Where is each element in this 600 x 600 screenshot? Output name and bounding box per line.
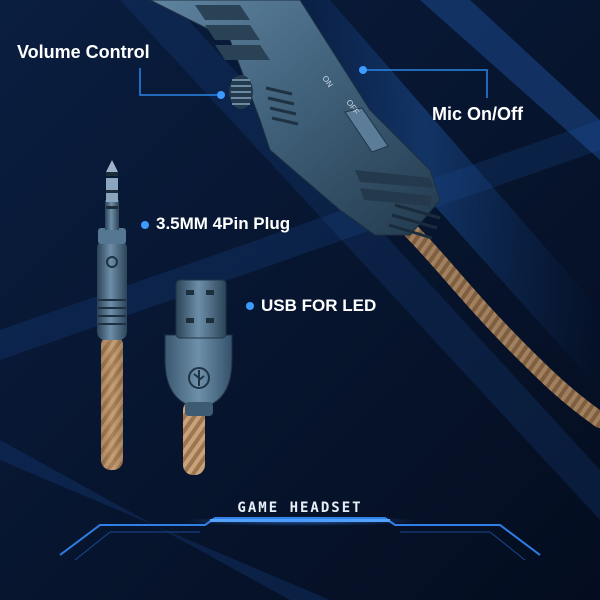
plug-label: 3.5MM 4Pin Plug xyxy=(156,214,291,233)
usb-cable xyxy=(183,400,205,475)
hud-frame xyxy=(59,516,541,561)
volume-control-label: Volume Control xyxy=(17,42,150,62)
game-headset-title: GAME HEADSET xyxy=(237,500,363,516)
usb-label: USB FOR LED xyxy=(261,296,377,315)
aux-plug xyxy=(97,160,127,340)
plug-marker xyxy=(141,221,149,229)
inline-control-box: ON OFF xyxy=(149,0,441,240)
volume-marker xyxy=(217,91,225,99)
mic-marker xyxy=(359,66,367,74)
strain-relief xyxy=(388,203,441,240)
usb-marker xyxy=(246,302,254,310)
volume-wheel xyxy=(229,75,253,109)
callout-leaders xyxy=(139,68,488,98)
usb-plug xyxy=(164,279,233,416)
mic-switch xyxy=(344,107,389,153)
mic-on-off-label: Mic On/Off xyxy=(432,104,523,124)
main-cable xyxy=(404,224,600,428)
usb-icon xyxy=(188,367,210,389)
